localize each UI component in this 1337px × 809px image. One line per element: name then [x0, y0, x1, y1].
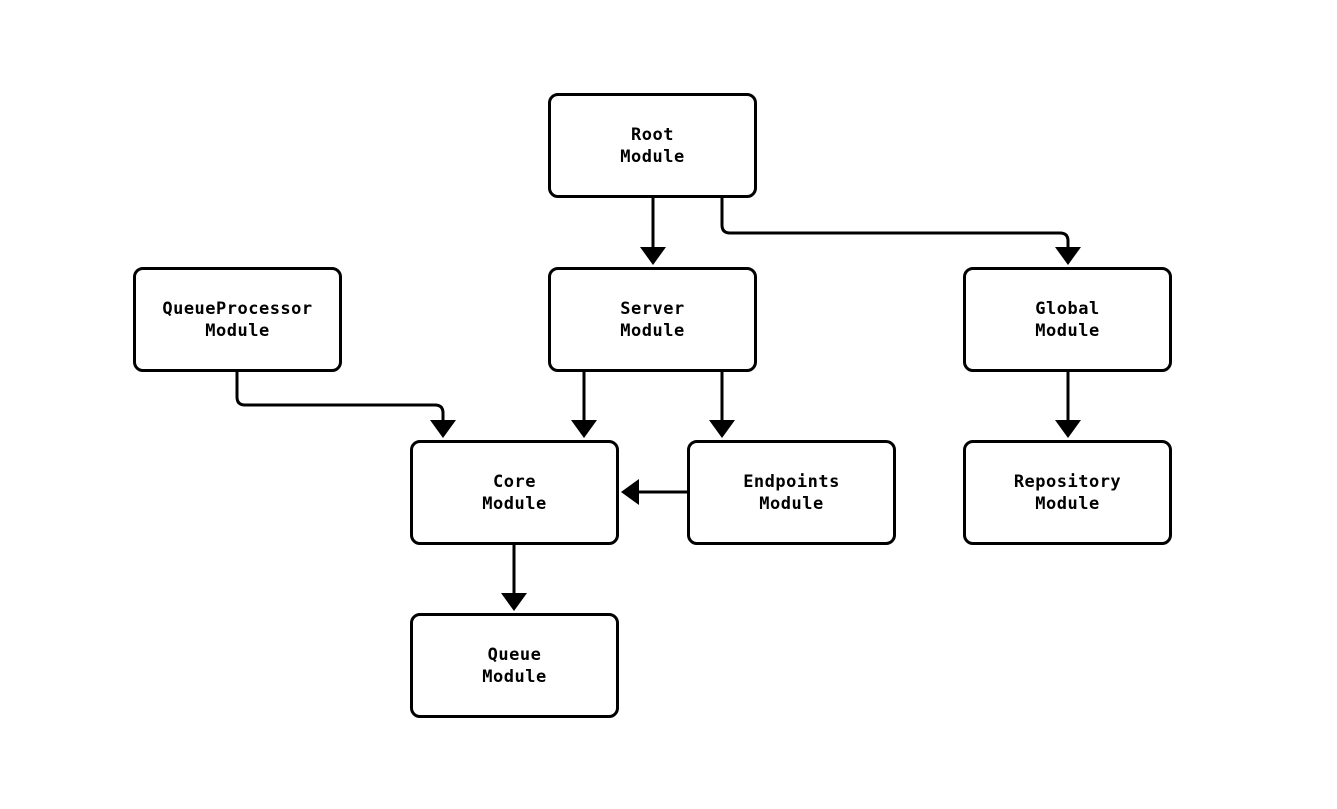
node-endpoints-module-label: Endpoints Module: [743, 471, 840, 514]
node-queue-module-label: Queue Module: [482, 644, 547, 687]
node-root-module-label: Root Module: [620, 124, 685, 167]
node-core-module: Core Module: [410, 440, 619, 545]
node-endpoints-module: Endpoints Module: [687, 440, 896, 545]
node-queue-module: Queue Module: [410, 613, 619, 718]
node-core-module-label: Core Module: [482, 471, 547, 514]
node-server-module: Server Module: [548, 267, 757, 372]
node-global-module: Global Module: [963, 267, 1172, 372]
edge-root-to-global: [720, 198, 1081, 265]
node-repository-module: Repository Module: [963, 440, 1172, 545]
node-queueprocessor-module-label: QueueProcessor Module: [162, 298, 313, 341]
node-queueprocessor-module: QueueProcessor Module: [133, 267, 342, 372]
node-repository-module-label: Repository Module: [1013, 471, 1122, 514]
node-global-module-label: Global Module: [1035, 298, 1100, 341]
node-root-module: Root Module: [548, 93, 757, 198]
node-server-module-label: Server Module: [620, 298, 685, 341]
edge-queueprocessor-to-core: [235, 372, 456, 438]
